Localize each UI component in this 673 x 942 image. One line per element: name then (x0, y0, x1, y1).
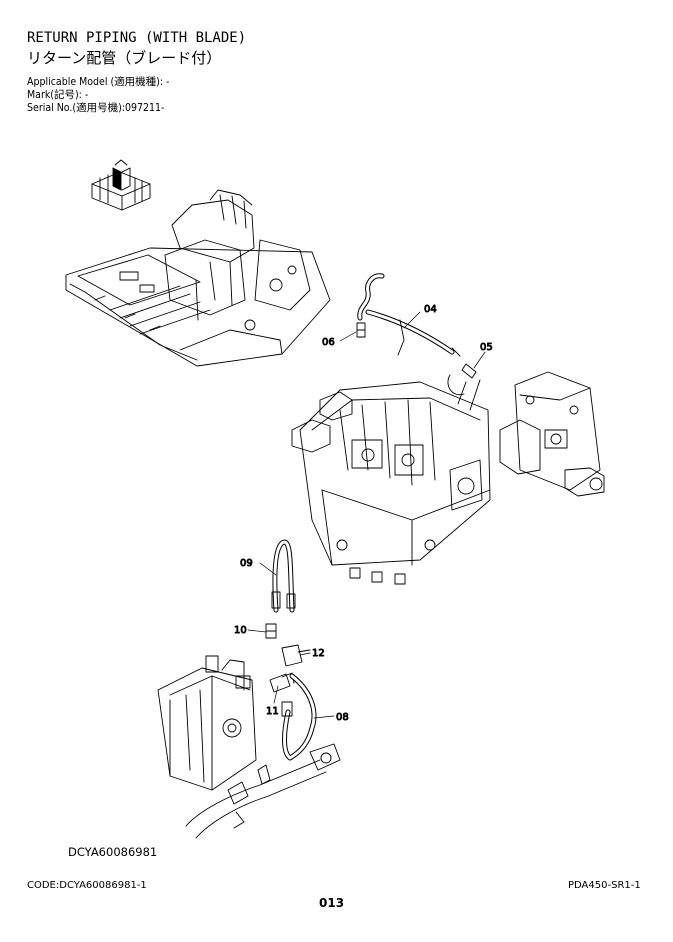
orientation-thumbnail (91, 159, 151, 211)
return-pipe-drawing (185, 743, 341, 839)
right-valve-drawing (499, 371, 605, 497)
callout-12: 12 (312, 648, 325, 659)
fitting-06 (356, 322, 366, 338)
callout-08: 08 (336, 712, 349, 723)
callout-04: 04 (424, 304, 437, 315)
hose-09 (271, 539, 296, 613)
callout-10: 10 (234, 625, 247, 636)
fitting-10 (265, 623, 277, 639)
return-hose-04 (357, 273, 461, 357)
lower-valve-drawing (157, 655, 257, 791)
fitting-12 (281, 644, 311, 667)
page-title-japanese: リターン配管（ブレード付） (27, 49, 222, 67)
control-valve-drawing (291, 379, 491, 585)
fitting-05 (447, 363, 477, 396)
diagram-code: DCYA60086981 (68, 845, 158, 859)
footer-code: CODE:DCYA60086981-1 (27, 880, 147, 891)
mark-info: Mark(記号): - (27, 89, 89, 101)
callout-09: 09 (240, 558, 253, 569)
callout-05: 05 (480, 342, 493, 353)
page-title: RETURN PIPING (WITH BLADE) (27, 30, 247, 46)
callout-06: 06 (322, 337, 335, 348)
hose-08 (281, 673, 317, 761)
upper-frame-drawing (65, 189, 331, 367)
applicable-model: Applicable Model (適用機種): - (27, 76, 170, 88)
callout-leaders (247, 311, 486, 719)
serial-number: Serial No.(適用号機):097211- (27, 102, 165, 114)
callout-11: 11 (266, 706, 279, 717)
footer-document-id: PDA450-SR1-1 (568, 880, 641, 891)
page-number: 013 (319, 896, 345, 910)
